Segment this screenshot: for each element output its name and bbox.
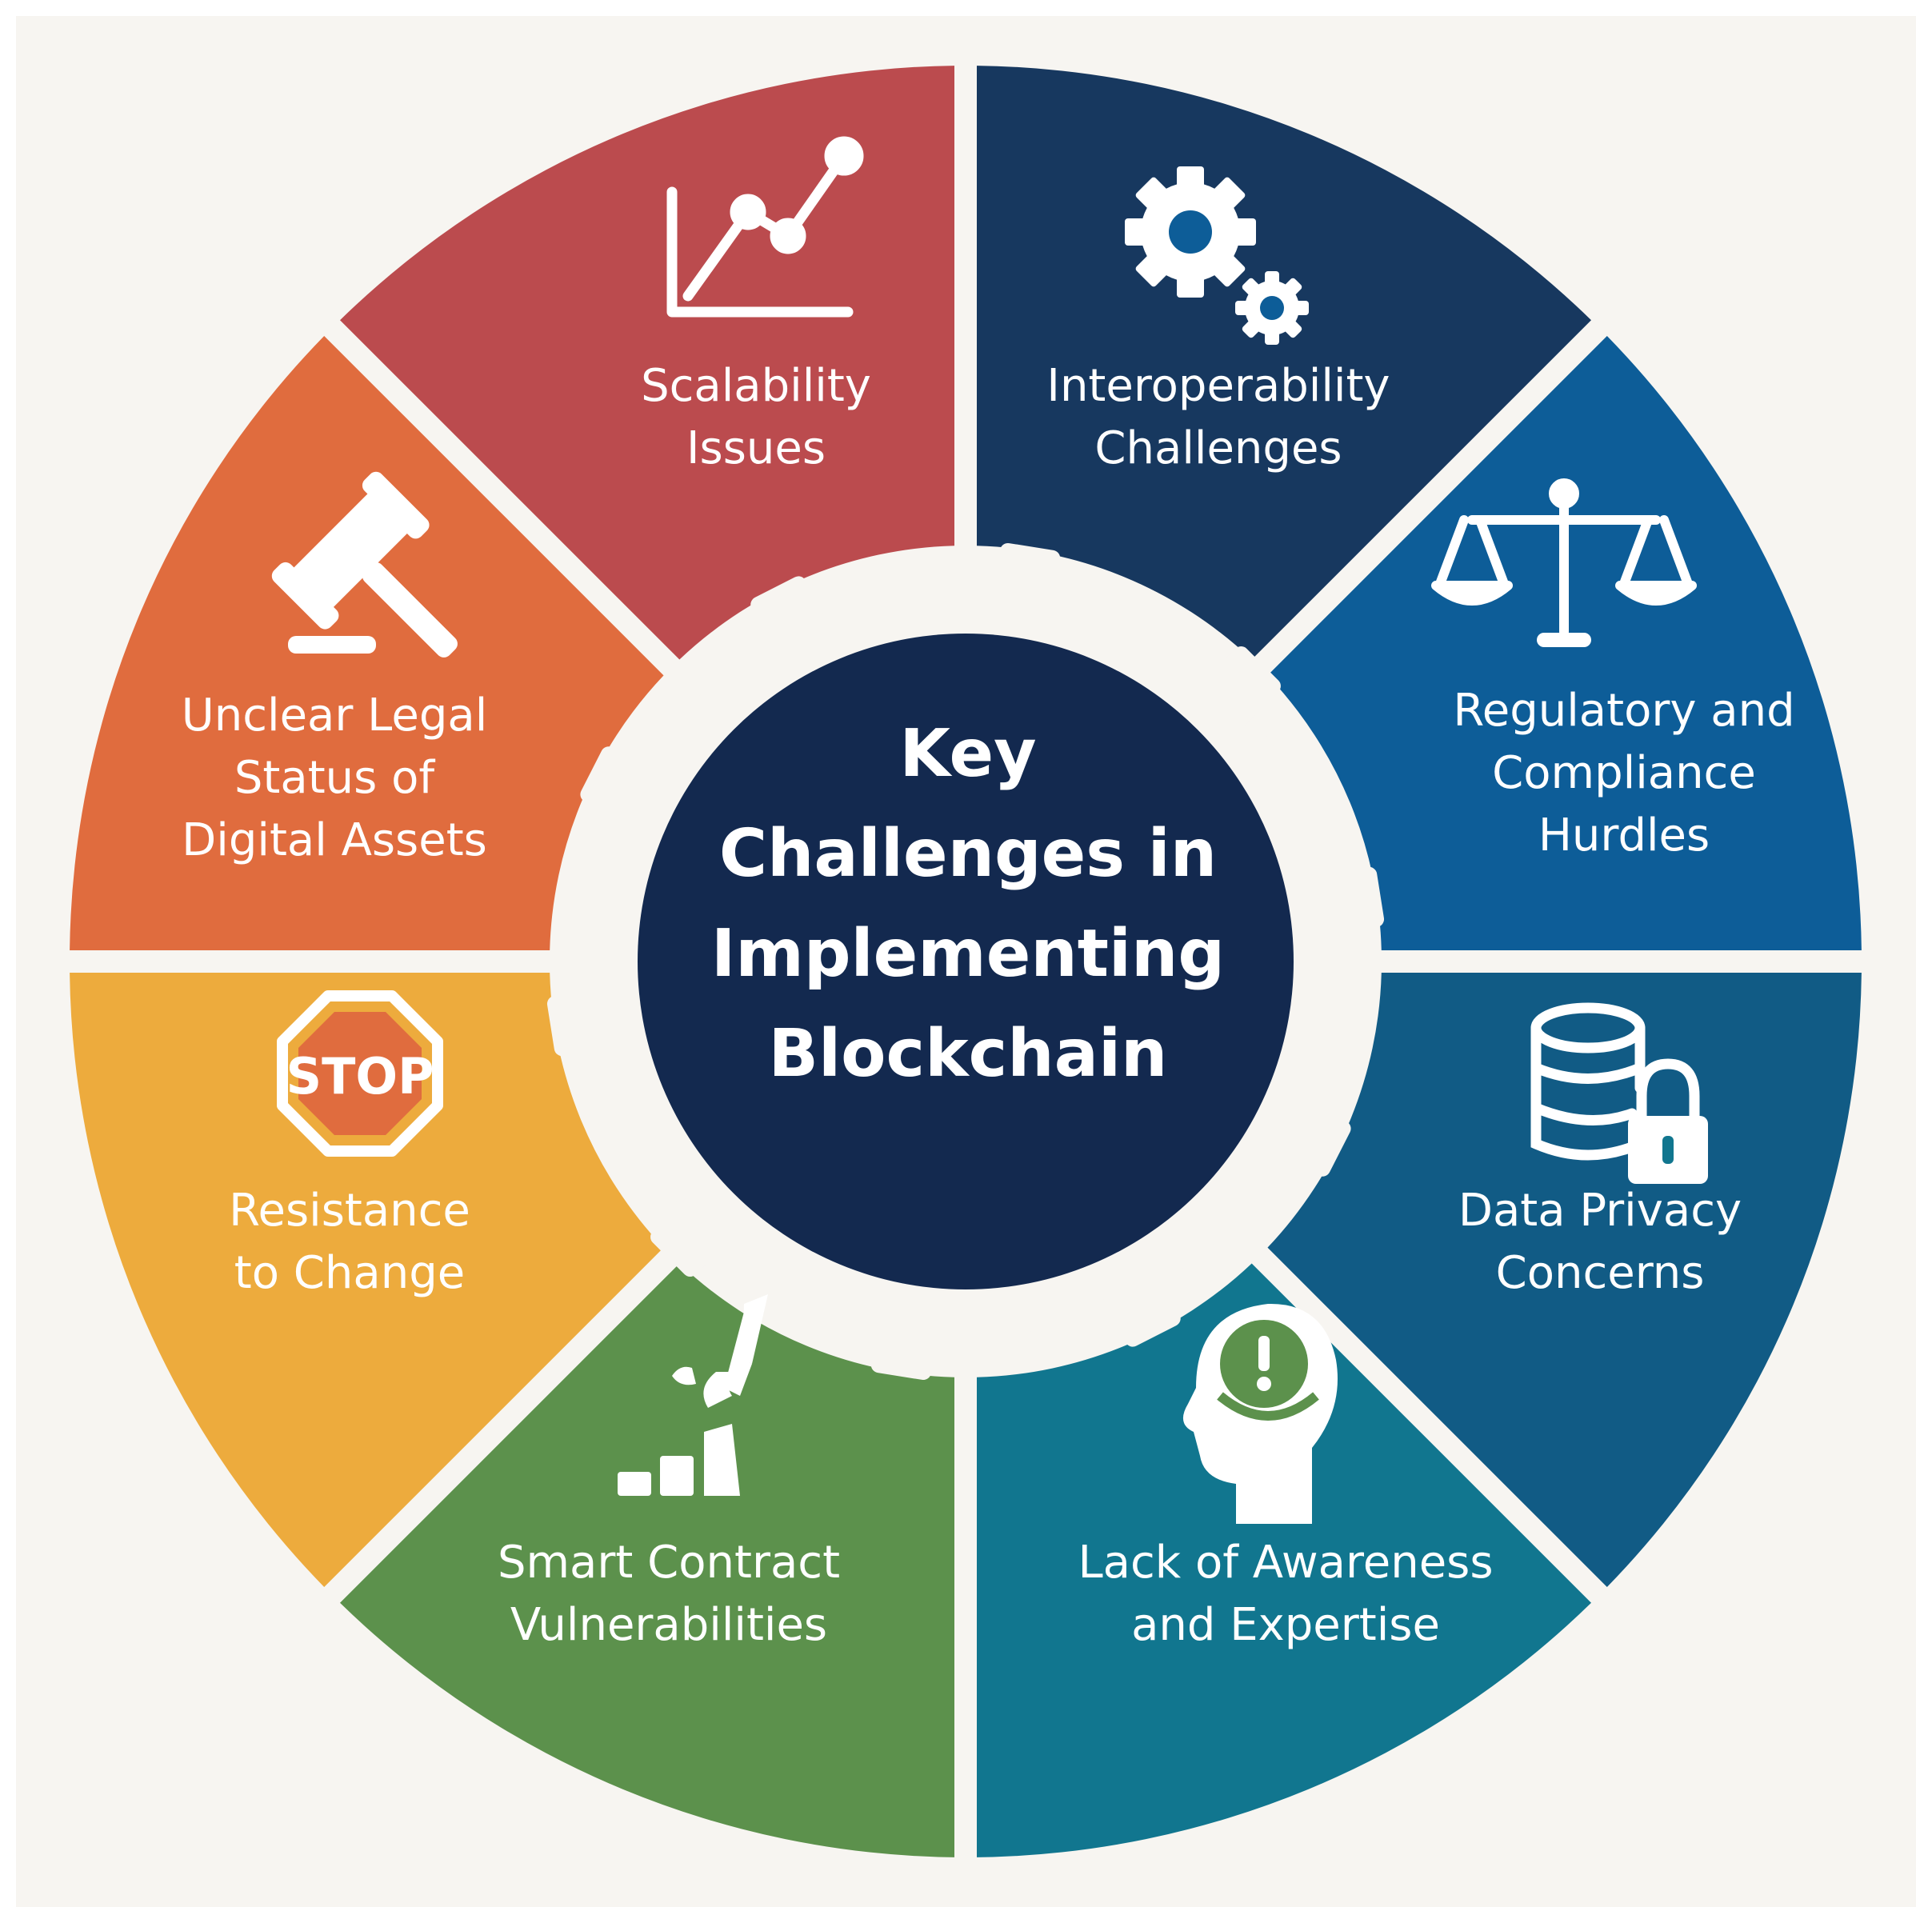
gavel-icon (271, 471, 458, 658)
center-hub (638, 634, 1294, 1289)
database-lock-icon (1530, 1002, 1708, 1184)
gears-icon (1125, 166, 1309, 345)
segment-smart-contract (70, 972, 664, 1587)
stop-sign-icon: STOP (277, 990, 443, 1157)
scales-icon (1431, 478, 1697, 647)
broken-bars-icon (618, 1294, 768, 1496)
segment-regulatory (1267, 972, 1862, 1587)
segment-data-privacy (976, 1263, 1591, 1857)
segment-awareness (340, 1263, 955, 1857)
segment-scalability (976, 66, 1591, 660)
line-chart-icon (666, 136, 864, 318)
stop-sign-text: STOP (286, 1047, 434, 1105)
head-exclamation-icon (1182, 1303, 1338, 1524)
